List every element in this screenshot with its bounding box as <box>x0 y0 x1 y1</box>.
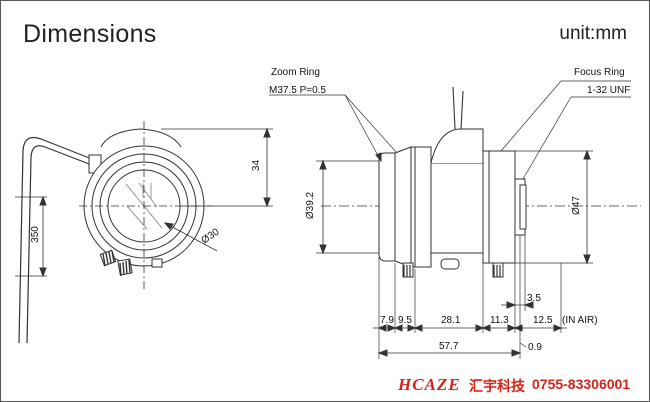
front-height-dim: 34 <box>251 159 263 172</box>
total-length-dim: 57.7 <box>439 341 459 352</box>
mount-offset-dim: 3.5 <box>527 293 541 304</box>
segment-dim-1: 7.9 <box>380 315 394 326</box>
flange-dim: 0.9 <box>528 342 542 353</box>
page-title: Dimensions <box>23 20 157 48</box>
brand-logo: HCAZE <box>398 375 461 394</box>
front-view <box>15 121 273 344</box>
side-view <box>269 80 641 359</box>
segment-dim-5: 12.5 <box>533 315 553 326</box>
cable-length-dim: 350 <box>29 226 41 243</box>
body-diameter-dim: Ø39.2 <box>305 191 317 220</box>
segment-dim-4: 11.3 <box>490 315 509 326</box>
brand-name: 汇宇科技 <box>469 378 525 394</box>
in-air-note: (IN AIR) <box>562 315 598 326</box>
focus-thread-label: 1-32 UNF <box>587 85 631 96</box>
focus-ring-label: Focus Ring <box>574 67 625 78</box>
zoom-ring-label: Zoom Ring <box>271 67 320 78</box>
brand-phone: 0755-83306001 <box>532 376 631 392</box>
unit-label: unit:mm <box>559 23 627 44</box>
mount-diameter-dim: Ø47 <box>570 196 582 215</box>
segment-dim-2: 9.5 <box>398 315 412 326</box>
zoom-thread-label: M37.5 P=0.5 <box>269 85 326 96</box>
segment-dim-3: 28.1 <box>441 315 461 326</box>
